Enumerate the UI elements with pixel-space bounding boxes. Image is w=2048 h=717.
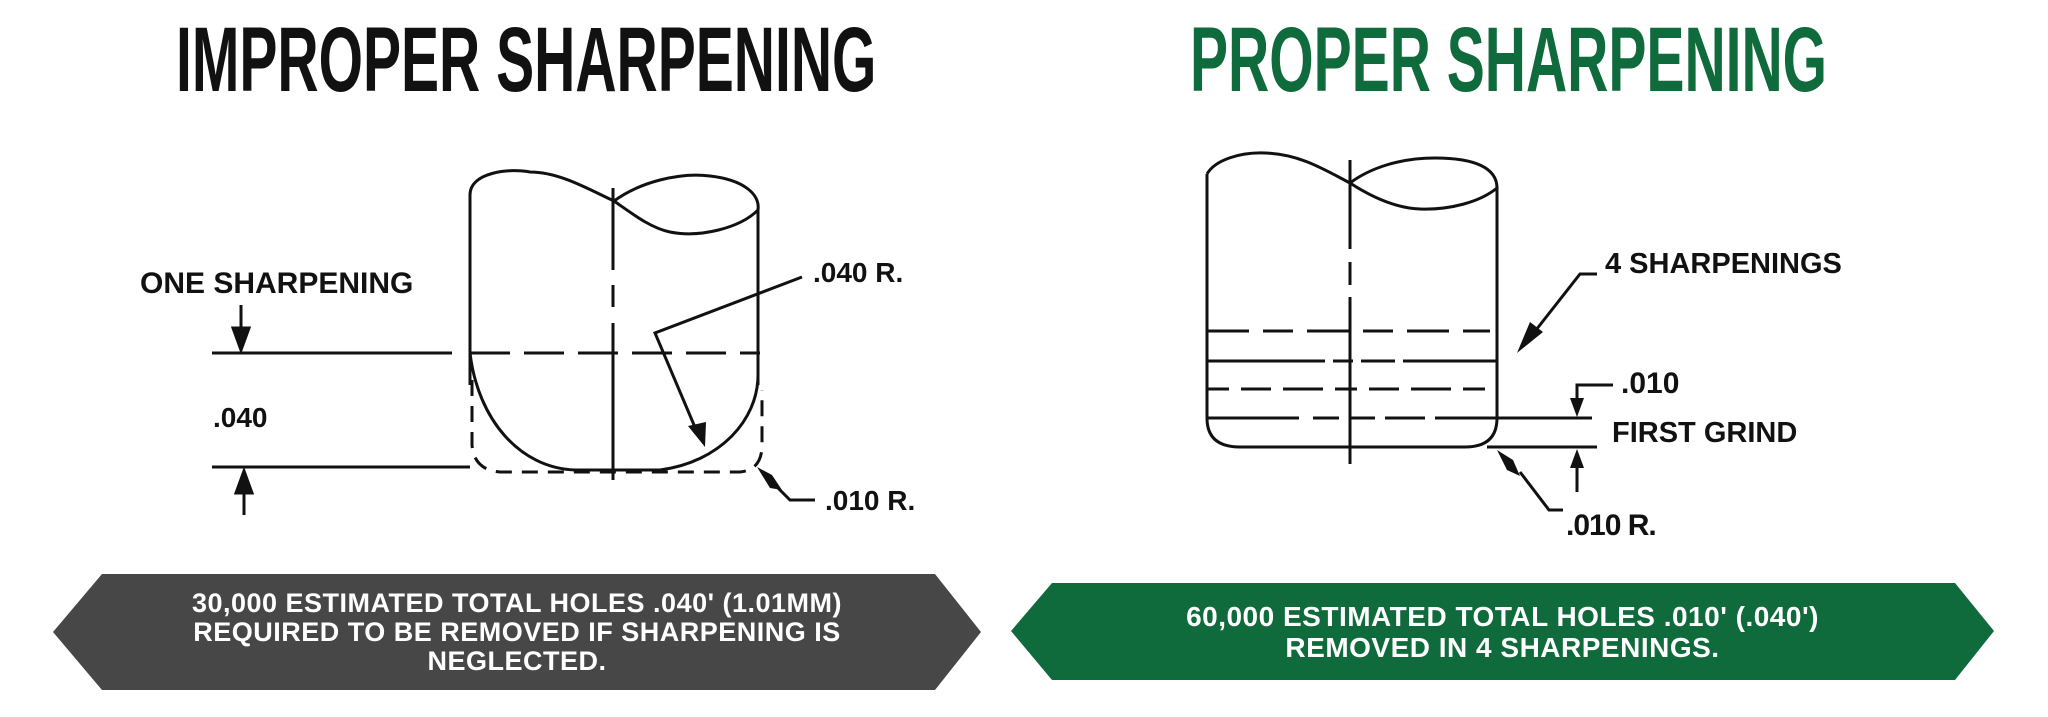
first-grind-label: FIRST GRIND [1612,417,1797,449]
improper-summary-banner: 30,000 ESTIMATED TOTAL HOLES .040' (1.01… [53,574,981,690]
banner-line: NEGLECTED. [427,645,607,676]
worn-tip-outline [468,352,760,472]
banner-line: 30,000 ESTIMATED TOTAL HOLES .040' (1.01… [191,587,843,618]
banner-line: REQUIRED TO BE REMOVED IF SHARPENING IS [193,616,841,647]
proper-sharpening-title: PROPER SHARPENING [1190,9,1828,111]
sharpenings-leader [1517,272,1597,353]
large-radius-leader [653,275,803,447]
four-sharpenings-label: 4 SHARPENINGS [1605,248,1842,280]
small-radius-label-right: .010 R. [1566,509,1656,542]
banner-line: 60,000 ESTIMATED TOTAL HOLES .010' (.040… [1186,600,1819,632]
rounded-tip-outline [1205,417,1499,449]
depth-040-label: .040 [213,402,268,433]
banner-line: REMOVED IN 4 SHARPENINGS. [1285,631,1720,663]
improper-end-mill-drawing [212,169,764,480]
improper-sharpening-title: IMPROPER SHARPENING [176,9,877,111]
cylinder-top-outline [468,169,760,236]
original-tip-outline [470,380,764,474]
cylinder-top-outline-right [1205,151,1499,211]
grind-depth-arrows [1570,383,1613,492]
small-radius-leader-right [1497,450,1563,512]
grind-depth-label: .010 [1621,367,1679,400]
large-radius-label: .040 R. [813,257,903,288]
proper-end-mill-drawing [1205,151,1597,464]
small-radius-label: .010 R. [825,485,915,516]
proper-summary-banner: 60,000 ESTIMATED TOTAL HOLES .010' (.040… [1011,583,1994,680]
depth-dimension-arrows [230,305,255,515]
one-sharpening-label: ONE SHARPENING [140,267,413,300]
small-radius-leader [757,467,815,502]
